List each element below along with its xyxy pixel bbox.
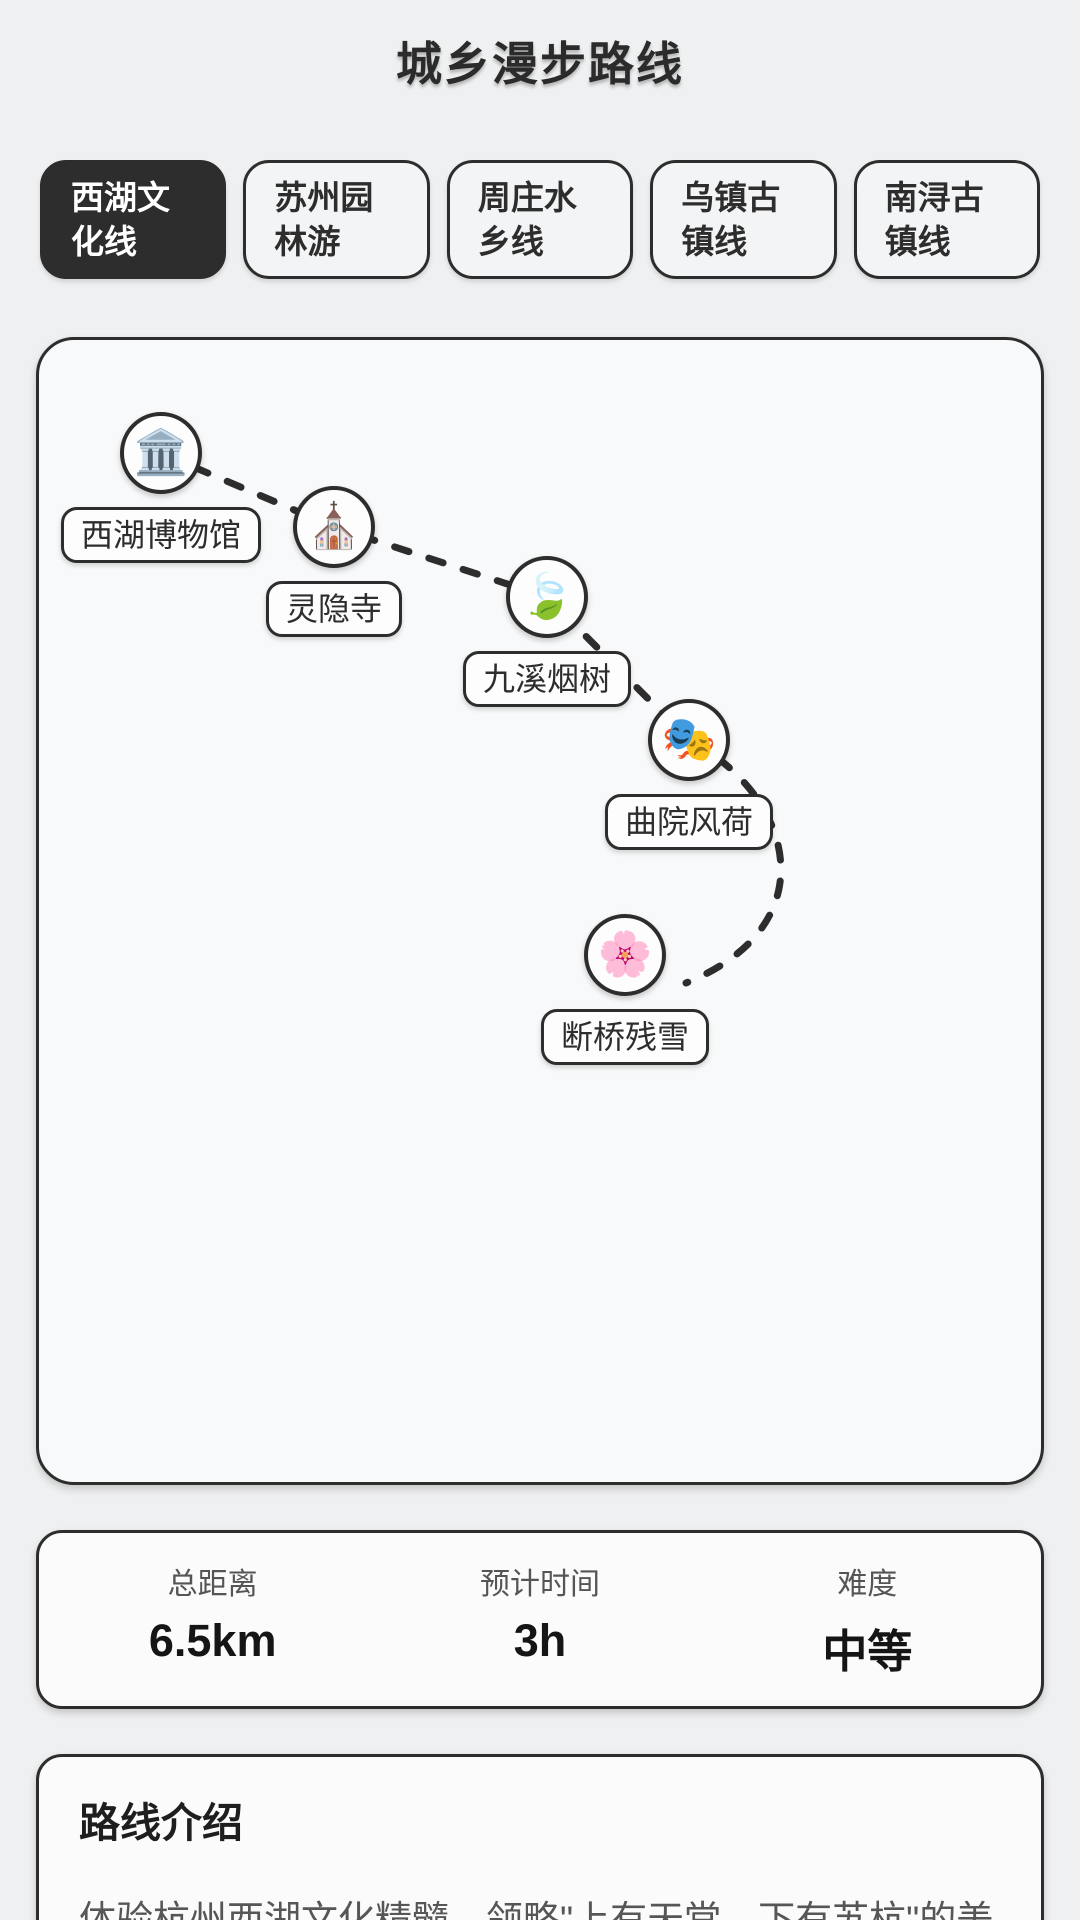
stop-jiuxi-misty-trees[interactable]: 🍃 九溪烟树 [462, 556, 632, 708]
tab-nanxun-ancient-town-line[interactable]: 南浔古镇线 [853, 160, 1041, 280]
stat-total-distance: 总距离 6.5km [49, 1559, 376, 1680]
performing-arts-masks-icon: 🎭 [647, 699, 730, 782]
stop-quyuan-lotus[interactable]: 🎭 曲院风荷 [604, 699, 774, 851]
church-icon: ⛪ [292, 486, 375, 569]
stat-difficulty: 难度 中等 [704, 1559, 1031, 1680]
stop-label: 灵隐寺 [265, 581, 403, 638]
tab-wuzhen-ancient-town-line[interactable]: 乌镇古镇线 [650, 160, 837, 280]
route-map-card: 🏛️ 西湖博物馆 ⛪ 灵隐寺 🍃 九溪烟树 🎭 曲院风荷 🌸 断桥残雪 [36, 337, 1044, 1486]
stat-label: 预计时间 [479, 1568, 600, 1602]
page-title: 城乡漫步路线 [396, 38, 684, 90]
intro-body: 体验杭州西湖文化精髓，领略"上有天堂，下有苏杭"的美誉。 [79, 1899, 994, 1920]
intro-title: 路线介绍 [79, 1800, 243, 1847]
stat-label: 总距离 [167, 1568, 258, 1602]
stop-label: 断桥残雪 [540, 1009, 710, 1066]
stop-label: 曲院风荷 [604, 794, 774, 851]
tab-xihu-culture-line[interactable]: 西湖文化线 [40, 160, 227, 280]
tab-zhouzhuang-water-line[interactable]: 周庄水乡线 [446, 160, 634, 280]
stop-label: 西湖博物馆 [60, 507, 262, 564]
stat-label: 难度 [837, 1568, 898, 1602]
route-tab-bar: 西湖文化线 苏州园林游 周庄水乡线 乌镇古镇线 南浔古镇线 [40, 160, 1041, 280]
cherry-blossom-icon: 🌸 [583, 914, 666, 997]
leaf-icon: 🍃 [505, 556, 588, 639]
stop-label: 九溪烟树 [462, 651, 632, 708]
stat-estimated-time: 预计时间 3h [376, 1559, 703, 1680]
stat-value: 中等 [822, 1626, 913, 1678]
route-intro-card: 路线介绍 体验杭州西湖文化精髓，领略"上有天堂，下有苏杭"的美誉。 [36, 1754, 1044, 1920]
tab-suzhou-garden-tour[interactable]: 苏州园林游 [243, 160, 430, 280]
classical-building-icon: 🏛️ [119, 412, 202, 495]
stat-value: 6.5km [148, 1615, 277, 1667]
stop-broken-bridge-snow[interactable]: 🌸 断桥残雪 [540, 914, 710, 1066]
stop-lingyin-temple[interactable]: ⛪ 灵隐寺 [265, 486, 403, 638]
stat-value: 3h [513, 1615, 567, 1667]
route-stats-card: 总距离 6.5km 预计时间 3h 难度 中等 [36, 1530, 1044, 1710]
stop-xihu-museum[interactable]: 🏛️ 西湖博物馆 [60, 412, 262, 564]
